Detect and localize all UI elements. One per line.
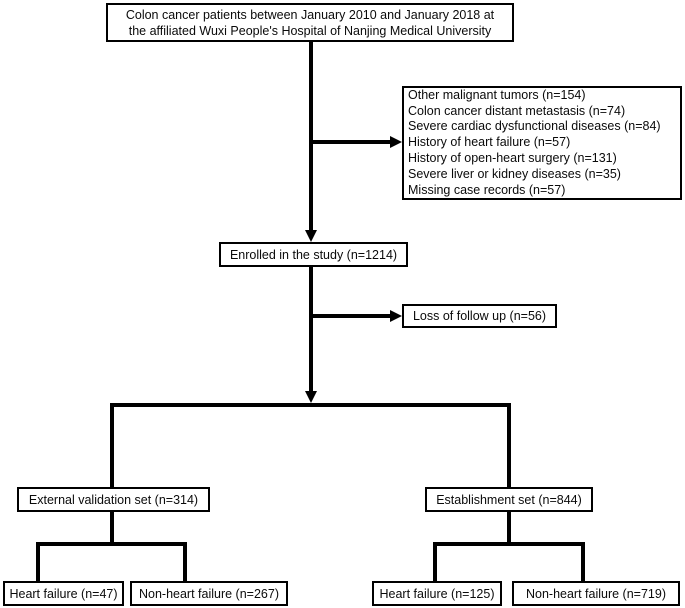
source-population-line1: Colon cancer patients between January 20…	[125, 7, 495, 22]
loss-of-follow-up-box: Loss of follow up (n=56)	[402, 304, 557, 328]
arrowhead-into-exclusions	[390, 136, 402, 148]
external-non-heart-failure-box: Non-heart failure (n=267)	[130, 581, 288, 606]
establishment-set-box: Establishment set (n=844)	[425, 487, 593, 512]
connector-external-to-subbranch	[110, 512, 114, 544]
arrowhead-into-loss	[390, 310, 402, 322]
enrolled-label: Enrolled in the study (n=1214)	[229, 247, 398, 262]
branch-leg-establishment	[507, 403, 511, 487]
enrolled-box: Enrolled in the study (n=1214)	[219, 242, 408, 267]
branch-leg-ext-non-heart-failure	[183, 542, 187, 581]
branch-leg-ext-heart-failure	[36, 542, 40, 581]
arrowhead-into-enrolled	[305, 230, 317, 242]
exclusion-item: Severe cardiac dysfunctional diseases (n…	[408, 119, 661, 134]
external-validation-set-box: External validation set (n=314)	[17, 487, 210, 512]
connector-top-to-enrolled	[309, 42, 313, 232]
exclusion-item: Missing case records (n=57)	[408, 182, 566, 197]
branch-bar-external	[36, 542, 187, 546]
exclusion-item: History of open-heart surgery (n=131)	[408, 150, 617, 165]
branch-bar-main	[110, 403, 511, 407]
exclusion-item: Colon cancer distant metastasis (n=74)	[408, 103, 626, 118]
exclusion-criteria-box: Other malignant tumors (n=154) Colon can…	[402, 86, 682, 200]
establishment-non-heart-failure-box: Non-heart failure (n=719)	[512, 581, 680, 606]
branch-leg-est-non-heart-failure	[581, 542, 585, 581]
establishment-set-label: Establishment set (n=844)	[436, 492, 582, 507]
connector-to-exclusions	[311, 140, 391, 144]
connector-enrolled-to-branch	[309, 267, 313, 393]
external-validation-set-label: External validation set (n=314)	[28, 492, 199, 507]
establishment-non-heart-failure-label: Non-heart failure (n=719)	[525, 586, 666, 601]
loss-of-follow-up-label: Loss of follow up (n=56)	[412, 309, 547, 323]
branch-leg-est-heart-failure	[433, 542, 437, 581]
exclusion-item: History of heart failure (n=57)	[408, 135, 571, 150]
branch-bar-establishment	[433, 542, 585, 546]
source-population-line2: the affiliated Wuxi People's Hospital of…	[128, 23, 492, 38]
establishment-heart-failure-label: Heart failure (n=125)	[379, 586, 495, 601]
establishment-heart-failure-box: Heart failure (n=125)	[372, 581, 502, 606]
exclusion-item: Severe liver or kidney diseases (n=35)	[408, 166, 621, 181]
external-heart-failure-box: Heart failure (n=47)	[3, 581, 124, 606]
arrowhead-into-branch	[305, 391, 317, 403]
exclusion-item: Other malignant tumors (n=154)	[408, 87, 586, 102]
source-population-box: Colon cancer patients between January 20…	[106, 3, 514, 42]
external-non-heart-failure-label: Non-heart failure (n=267)	[138, 586, 279, 601]
connector-to-loss	[311, 314, 391, 318]
connector-establishment-to-subbranch	[507, 512, 511, 544]
external-heart-failure-label: Heart failure (n=47)	[9, 586, 118, 601]
branch-leg-external	[110, 403, 114, 487]
